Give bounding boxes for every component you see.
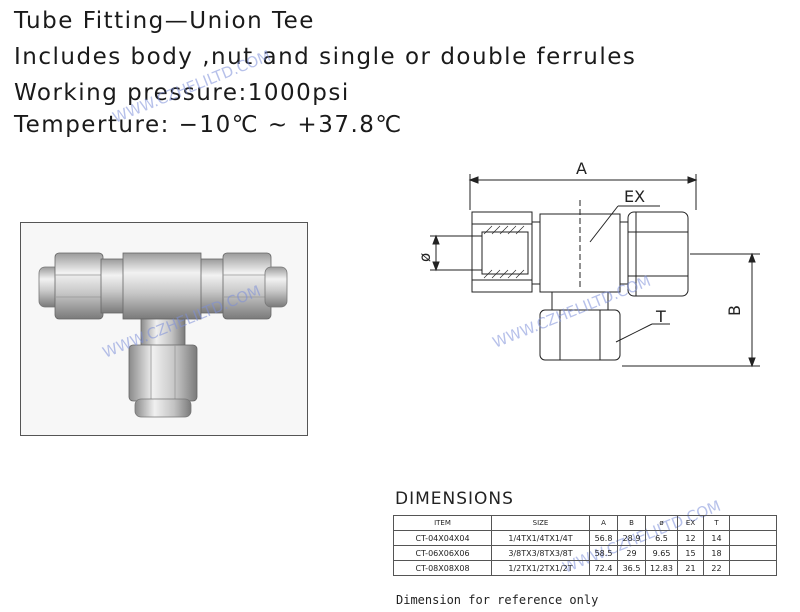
table-cell: 58.5 [589, 545, 618, 561]
reference-note: Dimension for reference only [396, 593, 599, 607]
table-cell: 36.5 [617, 560, 646, 576]
dimensions-table: ITEM SIZE A B ø EX T CT-04X04X04 1/4TX1/… [393, 515, 777, 576]
table-cell: 1/2TX1/2TX1/2T [491, 560, 590, 576]
table-header-cell: B [617, 515, 646, 531]
table-cell: 18 [703, 545, 730, 561]
table-cell [729, 560, 777, 576]
technical-drawing: A EX T B ø [416, 159, 760, 368]
table-cell: 1/4TX1/4TX1/4T [491, 530, 590, 546]
label-t: T [655, 307, 666, 326]
table-header-cell: ITEM [393, 515, 492, 531]
label-b: B [725, 305, 744, 316]
pressure-line: Working pressure:1000psi [14, 80, 350, 106]
table-cell: 28.9 [617, 530, 646, 546]
table-cell: 21 [677, 560, 704, 576]
table-cell [729, 530, 777, 546]
dimensions-title: DIMENSIONS [395, 489, 514, 509]
label-phi: ø [416, 253, 434, 262]
table-header-cell: T [703, 515, 730, 531]
table-cell: CT-06X06X06 [393, 545, 492, 561]
table-cell: CT-08X08X08 [393, 560, 492, 576]
temperature-line: Temperture: −10℃ ∼ +37.8℃ [14, 112, 403, 138]
table-header-cell [729, 515, 777, 531]
table-header-cell: EX [677, 515, 704, 531]
table-cell: 15 [677, 545, 704, 561]
table-cell: 29 [617, 545, 646, 561]
table-cell: 3/8TX3/8TX3/8T [491, 545, 590, 561]
table-cell: 14 [703, 530, 730, 546]
table-cell: 12 [677, 530, 704, 546]
table-cell: 9.65 [645, 545, 678, 561]
table-cell: 6.5 [645, 530, 678, 546]
table-cell: 12.83 [645, 560, 678, 576]
table-row: CT-08X08X08 1/2TX1/2TX1/2T 72.4 36.5 12.… [393, 560, 777, 576]
label-a: A [576, 159, 587, 178]
table-header-row: ITEM SIZE A B ø EX T [393, 515, 777, 531]
table-cell: 56.8 [589, 530, 618, 546]
table-header-cell: ø [645, 515, 678, 531]
includes-line: Includes body ,nut and single or double … [14, 44, 637, 70]
union-tee-photo-image [21, 223, 307, 435]
table-header-cell: A [589, 515, 618, 531]
table-cell: 72.4 [589, 560, 618, 576]
product-photo [20, 222, 308, 436]
table-row: CT-06X06X06 3/8TX3/8TX3/8T 58.5 29 9.65 … [393, 545, 777, 561]
table-cell [729, 545, 777, 561]
table-cell: 22 [703, 560, 730, 576]
table-row: CT-04X04X04 1/4TX1/4TX1/4T 56.8 28.9 6.5… [393, 530, 777, 546]
table-cell: CT-04X04X04 [393, 530, 492, 546]
title-line: Tube Fitting—Union Tee [14, 8, 315, 34]
label-ex: EX [624, 187, 645, 206]
table-header-cell: SIZE [491, 515, 590, 531]
